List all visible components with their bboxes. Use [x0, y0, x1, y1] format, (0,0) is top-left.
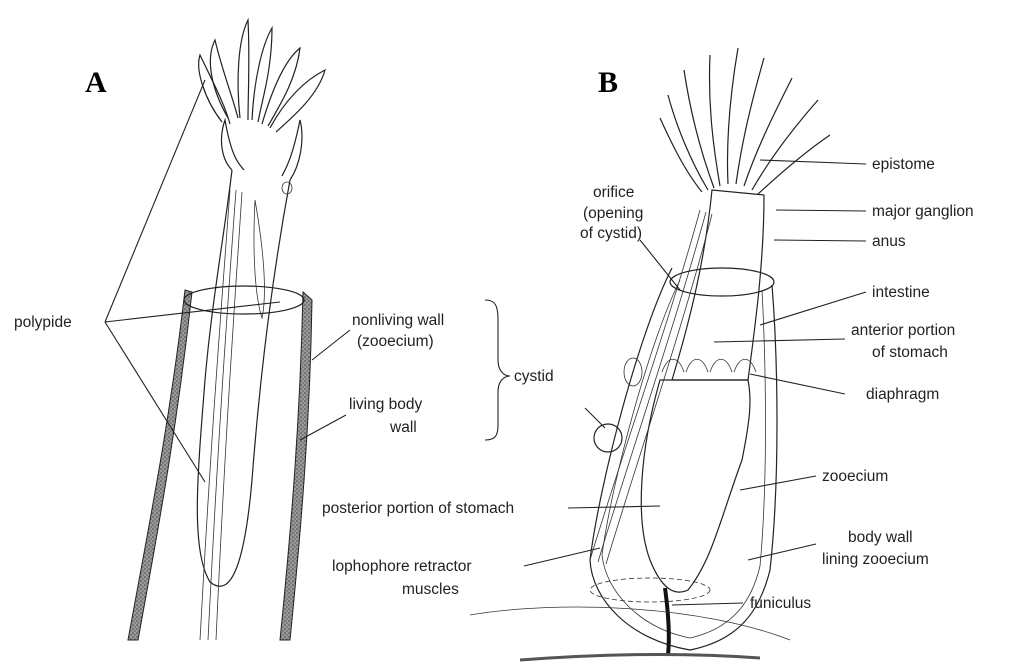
label-orifice-opening: (opening	[583, 205, 643, 222]
panel-a-drawing	[128, 20, 325, 640]
lophophore-b	[660, 48, 830, 194]
panel-label-a: A	[85, 66, 107, 99]
substrate-b	[470, 607, 790, 640]
label-retractor-muscles: lophophore retractor	[332, 558, 472, 575]
label-body-wall: body wall	[848, 529, 913, 546]
label-diaphragm: diaphragm	[866, 386, 939, 403]
label-lining-zooecium: lining zooecium	[822, 551, 929, 568]
substrate-base-b	[520, 654, 760, 660]
label-zooecium: zooecium	[822, 468, 888, 485]
label-posterior-stomach: posterior portion of stomach	[322, 500, 514, 517]
label-major-ganglion: major ganglion	[872, 203, 974, 220]
label-epistome: epistome	[872, 156, 935, 173]
label-retractor-muscles-2: muscles	[402, 581, 459, 598]
panel-label-b: B	[598, 66, 618, 99]
label-orifice: orifice	[593, 184, 634, 201]
zooecium-tube	[590, 268, 777, 650]
label-polypide: polypide	[14, 314, 72, 331]
muscles-a-1	[200, 190, 230, 640]
label-living-body-wall: living body	[349, 396, 422, 413]
label-nonliving-wall-zooecium: (zooecium)	[357, 333, 434, 350]
muscles-b-2	[598, 212, 706, 562]
anus-a	[282, 182, 292, 194]
label-anterior-stomach: anterior portion	[851, 322, 955, 339]
label-anterior-stomach-2: of stomach	[872, 344, 948, 361]
lophophore-a	[199, 20, 325, 180]
label-intestine: intestine	[872, 284, 930, 301]
label-anus: anus	[872, 233, 906, 250]
label-living-body-wall-2: wall	[389, 419, 417, 436]
cystid-marker	[594, 424, 622, 452]
panel-b-drawing	[470, 48, 830, 660]
muscles-b-3	[606, 214, 712, 564]
tube-left-wall	[128, 290, 192, 640]
polypide-body-a	[197, 170, 290, 586]
muscles-a-2	[208, 190, 236, 640]
label-funiculus: funiculus	[750, 595, 811, 612]
zooecium-inner-wall	[602, 280, 766, 638]
stomach-b	[641, 380, 750, 592]
base-ring-b	[590, 578, 710, 602]
orifice-rim-a	[184, 286, 304, 314]
label-orifice-of-cystid: of cystid)	[580, 225, 642, 242]
tube-right-wall	[280, 292, 312, 640]
label-nonliving-wall: nonliving wall	[352, 312, 444, 329]
gut-a	[254, 200, 264, 318]
label-cystid: cystid	[514, 368, 554, 385]
funiculus-b	[665, 588, 669, 655]
polypide-column-b	[672, 190, 764, 380]
